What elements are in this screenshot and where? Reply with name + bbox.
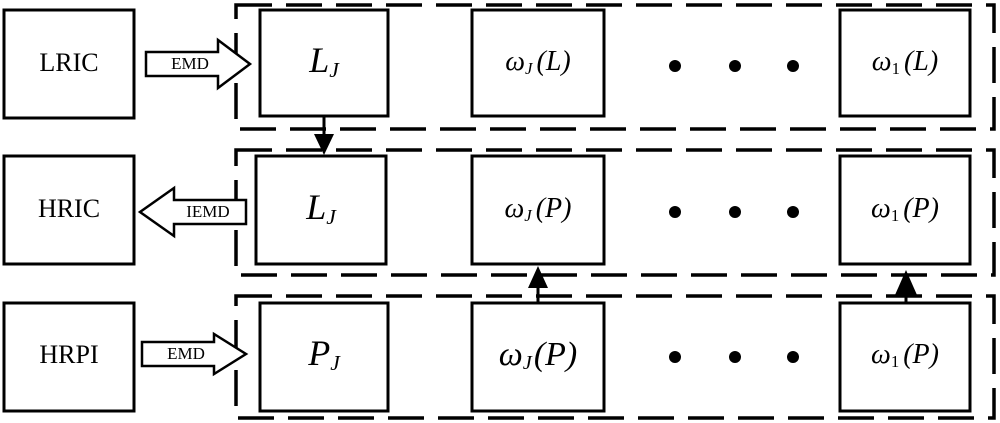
iemd-arrow-middle-label: IEMD (186, 202, 229, 221)
row3-dashed-frame (234, 294, 996, 420)
arrow-row3-w1-up (895, 270, 917, 303)
row1-wJ-box: ωJ(L) (470, 8, 606, 118)
row2-base-label: LJ (305, 187, 337, 229)
row1-w1-box: ω1(L) (838, 8, 972, 118)
lric-box: LRIC (2, 8, 136, 120)
row3-w1-box: ω1(P) (838, 301, 972, 413)
row1-ellipsis (669, 60, 799, 72)
row3-base-box: PJ (258, 301, 390, 413)
row2-wJ-label: ωJ(P) (505, 193, 572, 224)
row2-w1-label: ω1(P) (871, 193, 939, 224)
row2-w1-box: ω1(P) (838, 154, 972, 266)
emd-arrow-bottom-label: EMD (167, 344, 205, 363)
row3-wJ-box: ωJ(P) (470, 301, 606, 413)
row1-base-label: LJ (308, 40, 340, 82)
hric-label: HRIC (38, 194, 100, 223)
emd-arrow-top: EMD (144, 37, 253, 91)
lric-label: LRIC (39, 48, 98, 77)
emd-arrow-bottom: EMD (140, 331, 249, 377)
emd-arrow-top-label: EMD (171, 54, 209, 73)
row2-ellipsis (669, 206, 799, 218)
row1-w1-label: ω1(L) (872, 46, 938, 77)
arrow-row1-to-row2 (314, 116, 334, 155)
hric-box: HRIC (2, 154, 136, 266)
row2-base-box: LJ (254, 154, 388, 266)
row1-base-box: LJ (258, 8, 390, 118)
hrpi-label: HRPI (39, 340, 98, 369)
row3-wJ-label: ωJ(P) (499, 336, 578, 374)
row2-wJ-box: ωJ(P) (470, 154, 606, 266)
row1-wJ-label: ωJ(L) (505, 46, 570, 77)
arrow-row3-wJ-up (528, 266, 548, 303)
hrpi-box: HRPI (2, 301, 136, 413)
row3-ellipsis (669, 351, 799, 363)
row3-w1-label: ω1(P) (871, 339, 939, 370)
iemd-arrow-middle: IEMD (137, 185, 248, 239)
row3-base-label: PJ (307, 333, 341, 375)
